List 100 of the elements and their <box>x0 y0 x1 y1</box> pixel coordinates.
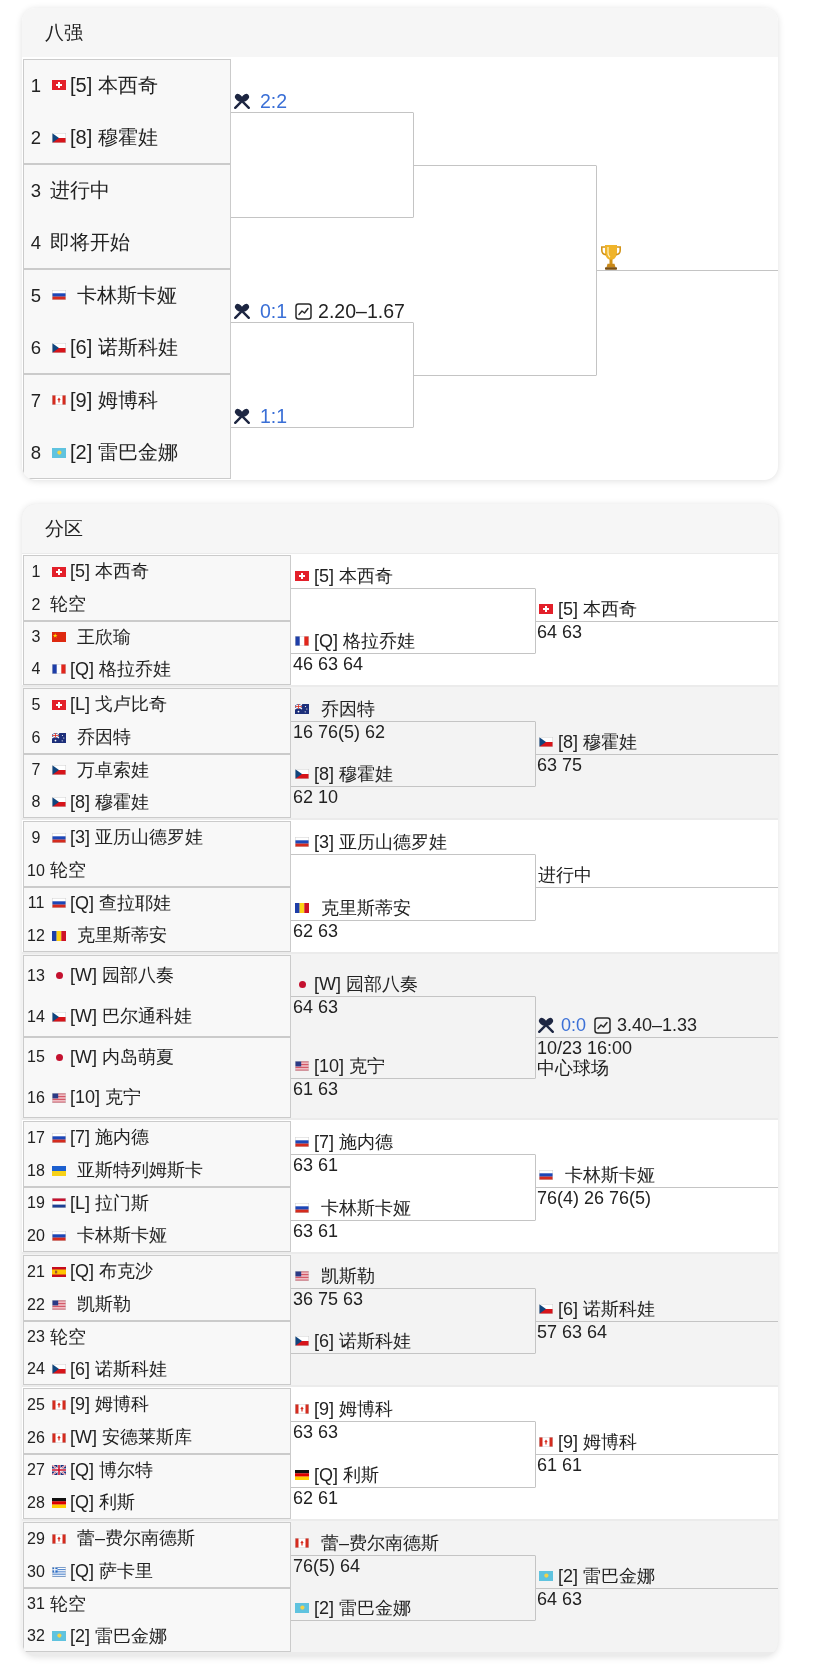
band <box>22 1387 778 1519</box>
match-score: 62 63 <box>293 921 339 941</box>
player-name: 蕾–费尔南德斯 <box>321 1532 439 1554</box>
draw-number: 5 <box>30 694 42 715</box>
match-box <box>23 269 231 374</box>
match-box <box>23 1187 291 1252</box>
match-score: 61 61 <box>537 1455 583 1475</box>
match-box <box>23 1037 291 1118</box>
bracket-slot <box>596 243 778 271</box>
status-text: 轮空 <box>50 593 86 616</box>
player-name: [8] 穆霍娃 <box>558 731 637 753</box>
player-name: 克里斯蒂安 <box>321 897 411 919</box>
player-name: [8] 穆霍娃 <box>70 125 158 151</box>
player-name: [W] 园部八奏 <box>314 973 418 995</box>
player-name: [Q] 格拉乔娃 <box>314 630 415 652</box>
status-text: 轮空 <box>50 1325 86 1349</box>
player-name: [L] 戈卢比奇 <box>70 693 167 716</box>
bracket-slot <box>291 1329 535 1354</box>
player-name: 克里斯蒂安 <box>77 924 167 948</box>
player-name: [Q] 布克沙 <box>70 1260 153 1283</box>
band <box>22 1254 778 1385</box>
match-box <box>23 1522 291 1588</box>
player-name: [W] 园部八奏 <box>70 964 174 987</box>
band <box>22 820 778 952</box>
draw-number: 31 <box>26 1594 46 1614</box>
draw-number: 17 <box>26 1127 46 1148</box>
draw-number: 6 <box>30 727 42 748</box>
player-name: [9] 姆博科 <box>314 1398 393 1420</box>
bracket-line <box>535 754 536 787</box>
player-name: [W] 安德莱斯库 <box>70 1426 192 1449</box>
match-box <box>23 887 291 952</box>
bracket-line <box>535 1454 536 1488</box>
bracket-line <box>413 375 414 428</box>
h2h-score: 0:0 <box>561 1014 587 1036</box>
draw-number: 11 <box>26 893 46 914</box>
player-name: [10] 克宁 <box>314 1055 386 1077</box>
draw-number: 13 <box>26 965 46 986</box>
player-name: [5] 本西奇 <box>70 72 158 98</box>
match-box <box>23 1588 291 1652</box>
bracket-line <box>535 996 536 1038</box>
bracket-line <box>535 1154 536 1188</box>
draw-number: 32 <box>26 1626 46 1646</box>
draw-number: 7 <box>30 760 42 780</box>
match-box <box>23 374 231 479</box>
match-box <box>23 621 291 685</box>
draw-number: 14 <box>26 1006 46 1027</box>
bracket-line <box>535 1421 536 1455</box>
player-name: 乔因特 <box>77 726 131 749</box>
player-name: [2] 雷巴金娜 <box>558 1565 655 1587</box>
match-score: 63 63 <box>293 1422 339 1442</box>
draw-number: 8 <box>30 792 42 812</box>
player-name: 卡林斯卡娅 <box>77 1224 167 1248</box>
match-box <box>23 754 291 818</box>
player-name: [Q] 利斯 <box>314 1464 379 1486</box>
draw-number: 12 <box>26 925 46 946</box>
draw-number: 30 <box>26 1561 46 1582</box>
match-score: 46 63 64 <box>293 654 364 674</box>
match-box <box>23 1454 291 1519</box>
bracket-line <box>535 1588 536 1621</box>
status-text: 轮空 <box>50 859 86 882</box>
h2h-score: 1:1 <box>260 404 288 428</box>
draw-number: 24 <box>26 1359 46 1379</box>
player-name: 亚斯特列姆斯卡 <box>77 1159 203 1182</box>
player-name: [6] 诺斯科娃 <box>558 1298 655 1320</box>
draw-number: 1 <box>30 561 42 582</box>
draw-number: 4 <box>30 659 42 679</box>
draw-number: 3 <box>30 627 42 647</box>
match-score: 62 61 <box>293 1488 339 1508</box>
odds-text: 2.20–1.67 <box>318 299 405 323</box>
player-name: [6] 诺斯科娃 <box>70 335 178 361</box>
player-name: [9] 姆博科 <box>70 1393 149 1416</box>
draw-number: 22 <box>26 1294 46 1315</box>
match-score: 64 63 <box>293 997 339 1017</box>
match-box <box>23 1321 291 1385</box>
player-name: [Q] 查拉耶娃 <box>70 891 171 915</box>
match-score: 57 63 64 <box>537 1322 608 1342</box>
bracket-line <box>596 270 597 376</box>
draw-number: 2 <box>29 126 43 150</box>
draw-number: 1 <box>29 73 43 97</box>
bracket-line <box>413 322 414 376</box>
bracket-line <box>535 887 536 921</box>
band <box>22 954 778 1118</box>
player-name: [Q] 格拉乔娃 <box>70 657 171 681</box>
draw-number: 25 <box>26 1394 46 1415</box>
player-name: [10] 克宁 <box>70 1086 142 1110</box>
match-box <box>23 555 291 621</box>
player-name: [6] 诺斯科娃 <box>314 1330 411 1352</box>
match-score: 62 10 <box>293 787 339 807</box>
draw-number: 20 <box>26 1225 46 1246</box>
bracket-line <box>535 1288 536 1322</box>
player-name: 凯斯勒 <box>77 1293 131 1316</box>
match-box <box>23 821 291 887</box>
band <box>22 1521 778 1652</box>
player-name: [5] 本西奇 <box>70 560 149 583</box>
player-name: [W] 内岛萌夏 <box>70 1045 174 1069</box>
player-name: [8] 穆霍娃 <box>70 790 149 814</box>
player-name: [3] 亚历山德罗娃 <box>70 826 203 849</box>
bracket-line <box>535 1187 536 1221</box>
bracket-line <box>535 721 536 755</box>
player-name: [Q] 博尔特 <box>70 1458 153 1482</box>
